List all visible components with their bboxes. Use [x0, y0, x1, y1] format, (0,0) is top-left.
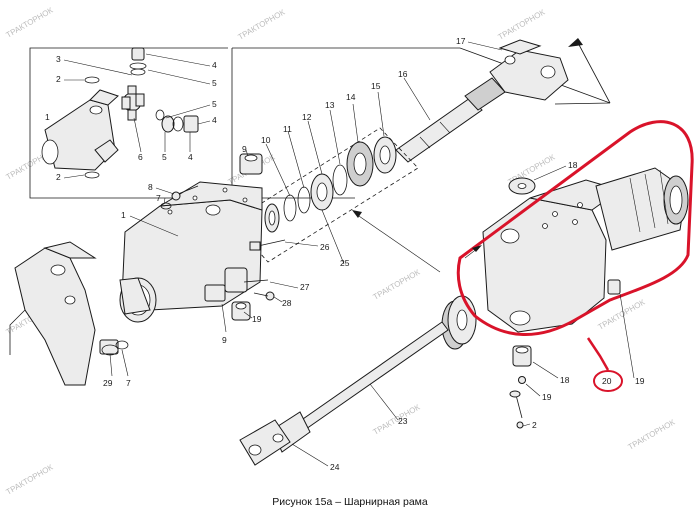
label-part: 17 [456, 36, 466, 46]
label-part: 28 [282, 298, 292, 308]
highlight-loop [456, 120, 694, 336]
label-part: 23 [398, 416, 408, 426]
label-part: 12 [302, 112, 312, 122]
label-part: 29 [103, 378, 113, 388]
inset-label: 5 [162, 152, 167, 162]
label-part: 16 [398, 69, 408, 79]
assembly-arrow [352, 210, 482, 273]
inset-label: 5 [212, 78, 217, 88]
inset-universal-joint: 3 2 1 2 4 5 5 4 6 5 4 [41, 47, 217, 182]
highlight-leader [586, 337, 610, 371]
label-part: 9 [242, 144, 247, 154]
upper-drive-shaft [395, 39, 569, 163]
rear-half-frame [482, 167, 689, 429]
highlight-annotation [456, 120, 694, 392]
watermark-text: ТРАКТОРНОК [497, 8, 547, 42]
label-part: 19 [635, 376, 645, 386]
label-part: 9 [222, 335, 227, 345]
inset-label: 4 [212, 115, 217, 125]
label-part: 1 [121, 210, 126, 220]
part-labels: 17 16 15 14 13 12 11 10 9 8 7 1 18 26 27… [103, 36, 645, 472]
watermark-text: ТРАКТОРНОК [5, 6, 55, 40]
watermark-text: ТРАКТОРНОК [5, 463, 55, 497]
inset-label: 4 [188, 152, 193, 162]
label-part: 27 [300, 282, 310, 292]
inset-label: 1 [45, 112, 50, 122]
label-part: 25 [340, 258, 350, 268]
label-part: 18 [568, 160, 578, 170]
watermark-text: ТРАКТОРНОК [627, 418, 677, 452]
label-part: 10 [261, 135, 271, 145]
front-frame-housing [119, 181, 263, 323]
label-part: 26 [320, 242, 330, 252]
label-part: 14 [346, 92, 356, 102]
label-part: 8 [148, 182, 153, 192]
inset-label: 5 [212, 99, 217, 109]
inset-label: 2 [56, 74, 61, 84]
lower-propeller-shaft [239, 295, 477, 466]
label-part: 11 [283, 124, 292, 134]
label-part: 19 [542, 392, 552, 402]
label-part: 7 [126, 378, 131, 388]
label-part-highlighted: 20 [602, 376, 612, 386]
inset-label: 6 [138, 152, 143, 162]
label-part: 18 [560, 375, 570, 385]
inset-label: 4 [212, 60, 217, 70]
frame-bracket [9, 241, 129, 386]
bearing-stack [231, 127, 419, 263]
fasteners-left [160, 153, 286, 321]
figure-caption: Рисунок 15а – Шарнирная рама [272, 496, 428, 508]
label-part: 2 [532, 420, 537, 430]
watermark-text: ТРАКТОРНОК [237, 8, 287, 42]
label-part: 7 [156, 193, 161, 203]
label-part: 13 [325, 100, 335, 110]
watermark-text: ТРАКТОРНОК [372, 268, 422, 302]
inset-label: 2 [56, 172, 61, 182]
label-part: 19 [252, 314, 262, 324]
label-part: 15 [371, 81, 381, 91]
watermark-text: ТРАКТОРНОК [372, 403, 422, 437]
inset-label: 3 [56, 54, 61, 64]
label-part: 24 [330, 462, 340, 472]
highlight-circle-20 [593, 370, 623, 392]
